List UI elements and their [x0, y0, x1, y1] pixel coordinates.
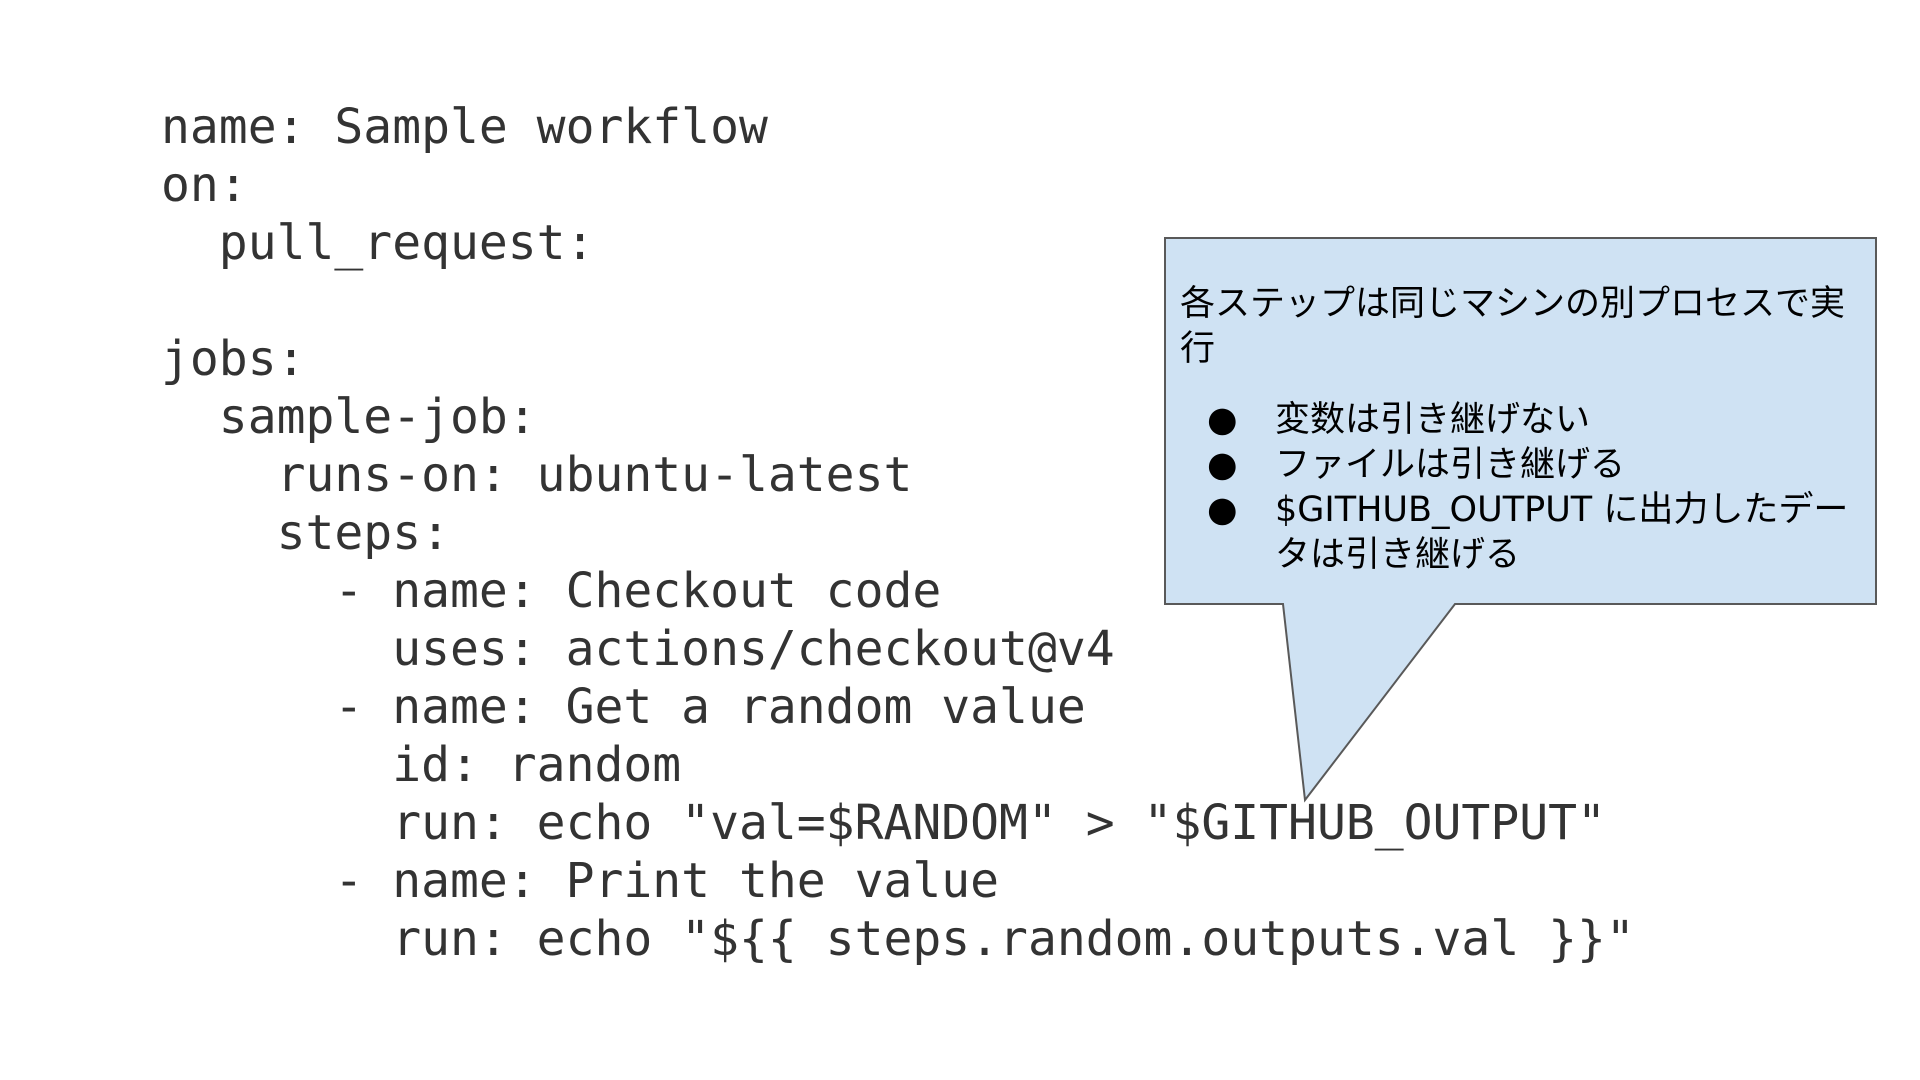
code-line: sample-job: — [161, 389, 537, 445]
code-line: jobs: — [161, 331, 306, 387]
code-line: run: echo "${{ steps.random.outputs.val … — [161, 911, 1635, 967]
list-item-text: 変数は引き継げない — [1275, 400, 1591, 440]
code-line: - name: Get a random value — [161, 679, 1086, 735]
code-line: run: echo "val=$RANDOM" > "$GITHUB_OUTPU… — [161, 795, 1606, 851]
bullet-icon: ● — [1207, 445, 1238, 485]
bullet-icon: ● — [1207, 400, 1238, 440]
list-item: ● ファイルは引き継げる — [1180, 443, 1860, 488]
list-item-text: ファイルは引き継げる — [1275, 445, 1626, 485]
callout-text: 各ステップは同じマシンの別プロセスで実行 ● 変数は引き継げない ● ファイルは… — [1180, 282, 1860, 578]
list-item: ● $GITHUB_OUTPUT に出力したデータは引き継げる — [1180, 488, 1860, 578]
code-line: on: — [161, 157, 248, 213]
callout-list: ● 変数は引き継げない ● ファイルは引き継げる ● $GITHUB_OUTPU… — [1180, 398, 1860, 578]
code-line: id: random — [161, 737, 682, 793]
code-line: name: Sample workflow — [161, 99, 768, 155]
code-line: - name: Checkout code — [161, 563, 942, 619]
code-line: uses: actions/checkout@v4 — [161, 621, 1115, 677]
list-item: ● 変数は引き継げない — [1180, 398, 1860, 443]
code-line: - name: Print the value — [161, 853, 1000, 909]
code-line: runs-on: ubuntu-latest — [161, 447, 913, 503]
list-item-text: $GITHUB_OUTPUT に出力したデータは引き継げる — [1275, 490, 1849, 575]
bullet-icon: ● — [1207, 490, 1238, 530]
code-line: steps: — [161, 505, 450, 561]
code-line: pull_request: — [161, 215, 595, 271]
callout-title: 各ステップは同じマシンの別プロセスで実行 — [1180, 284, 1846, 369]
